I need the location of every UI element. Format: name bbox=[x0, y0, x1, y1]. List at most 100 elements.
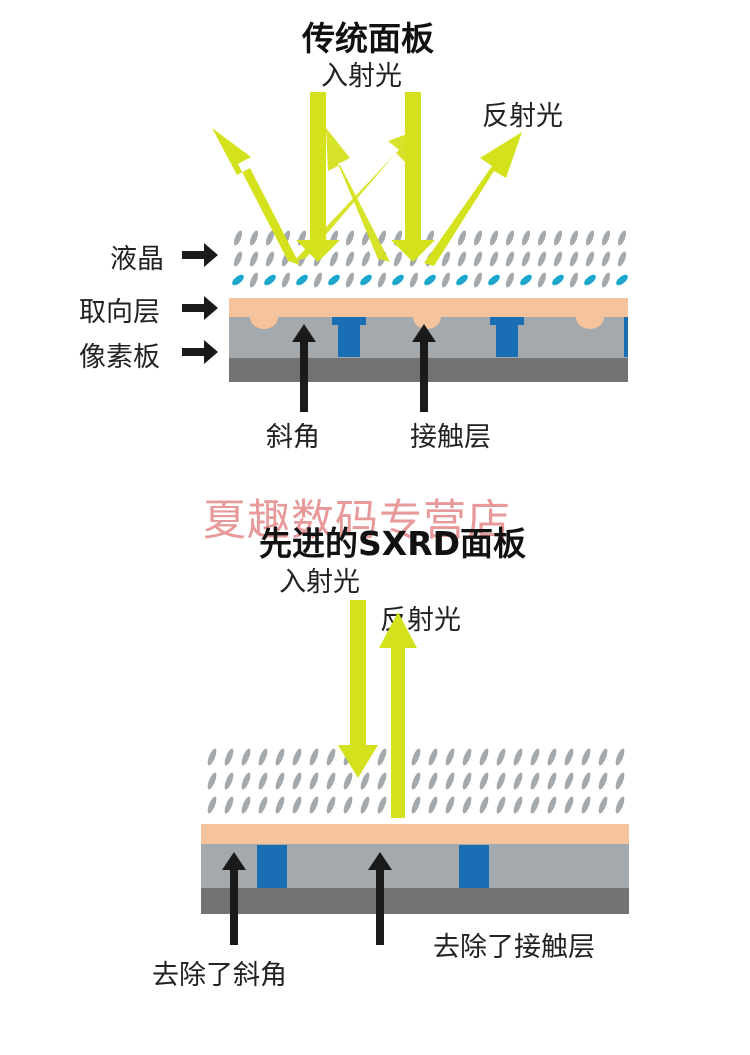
incident-light-arrow bbox=[296, 92, 340, 262]
liquid-crystal-molecule bbox=[615, 796, 625, 814]
liquid-crystal-molecule bbox=[233, 251, 243, 267]
incident-light-arrow bbox=[391, 92, 435, 262]
top-base-layer bbox=[229, 358, 628, 382]
liquid-crystal-molecule bbox=[489, 230, 499, 246]
liquid-crystal-molecule bbox=[564, 772, 574, 790]
liquid-crystal-molecule bbox=[207, 796, 217, 814]
liquid-crystal-molecule bbox=[441, 272, 451, 288]
liquid-crystal-molecule bbox=[329, 251, 339, 267]
liquid-crystal-molecule bbox=[233, 230, 243, 246]
up-arrow-icon bbox=[368, 852, 392, 945]
liquid-crystal-molecule bbox=[292, 796, 302, 814]
reflected-light-arrow bbox=[212, 128, 300, 265]
pixel-board-label: 像素板 bbox=[79, 342, 160, 373]
liquid-crystal-molecule bbox=[409, 272, 419, 288]
liquid-crystal-molecule bbox=[598, 772, 608, 790]
top-bevel-dip bbox=[413, 317, 441, 329]
liquid-crystal-molecule bbox=[377, 796, 387, 814]
right-arrow-icon bbox=[182, 243, 218, 267]
bevel-removed-label: 去除了斜角 bbox=[152, 960, 287, 991]
liquid-crystal-molecule bbox=[360, 274, 372, 286]
contact-layer-removed-label: 去除了接触层 bbox=[433, 932, 595, 963]
liquid-crystal-molecule bbox=[462, 796, 472, 814]
liquid-crystal-molecule bbox=[617, 230, 627, 246]
liquid-crystal-molecule bbox=[553, 251, 563, 267]
liquid-crystal-molecule bbox=[513, 772, 523, 790]
liquid-crystal-molecule bbox=[585, 251, 595, 267]
right-arrow-icon bbox=[182, 296, 218, 320]
liquid-crystal-molecule bbox=[462, 748, 472, 766]
liquid-crystal-molecule bbox=[377, 748, 387, 766]
liquid-crystal-molecule bbox=[343, 772, 353, 790]
liquid-crystal-molecule bbox=[479, 748, 489, 766]
liquid-crystal-molecule bbox=[360, 772, 370, 790]
bottom-liquid-crystal-molecules bbox=[207, 748, 625, 814]
liquid-crystal-molecule bbox=[275, 748, 285, 766]
up-arrow-icon bbox=[292, 324, 316, 412]
store-watermark: 夏趣数码专营店 bbox=[203, 496, 511, 546]
top-panel-title: 传统面板 bbox=[302, 19, 434, 58]
liquid-crystal-molecule bbox=[345, 251, 355, 267]
liquid-crystal-molecule bbox=[479, 796, 489, 814]
bottom-incident-light-label: 入射光 bbox=[279, 567, 360, 598]
liquid-crystal-molecule bbox=[584, 274, 596, 286]
liquid-crystal-molecule bbox=[207, 772, 217, 790]
liquid-crystal-molecule bbox=[513, 796, 523, 814]
liquid-crystal-molecule bbox=[601, 272, 611, 288]
liquid-crystal-molecule bbox=[530, 772, 540, 790]
liquid-crystal-molecule bbox=[264, 274, 276, 286]
liquid-crystal-molecule bbox=[296, 274, 308, 286]
liquid-crystal-molecule bbox=[585, 230, 595, 246]
liquid-crystal-molecule bbox=[411, 748, 421, 766]
top-reflected-arrows bbox=[212, 128, 522, 266]
liquid-crystal-molecule bbox=[569, 251, 579, 267]
alignment-layer-label: 取向层 bbox=[79, 297, 160, 328]
liquid-crystal-molecule bbox=[224, 772, 234, 790]
side-pointer-arrows bbox=[182, 243, 218, 364]
liquid-crystal-molecule bbox=[457, 230, 467, 246]
liquid-crystal-label: 液晶 bbox=[110, 244, 164, 275]
top-bevel-dip bbox=[576, 317, 604, 329]
liquid-crystal-molecule bbox=[313, 272, 323, 288]
liquid-crystal-molecule bbox=[441, 251, 451, 267]
liquid-crystal-molecule bbox=[547, 772, 557, 790]
liquid-crystal-molecule bbox=[520, 274, 532, 286]
liquid-crystal-molecule bbox=[569, 272, 579, 288]
liquid-crystal-molecule bbox=[241, 796, 251, 814]
liquid-crystal-molecule bbox=[360, 796, 370, 814]
bottom-panel-title: 先进的SXRD面板 bbox=[259, 524, 527, 563]
top-up-pointers bbox=[292, 324, 436, 412]
liquid-crystal-molecule bbox=[489, 251, 499, 267]
up-arrow-icon bbox=[222, 852, 246, 945]
liquid-crystal-molecule bbox=[505, 251, 515, 267]
liquid-crystal-molecule bbox=[343, 796, 353, 814]
liquid-crystal-molecule bbox=[241, 748, 251, 766]
liquid-crystal-molecule bbox=[537, 251, 547, 267]
liquid-crystal-molecule bbox=[581, 772, 591, 790]
liquid-crystal-molecule bbox=[473, 230, 483, 246]
liquid-crystal-molecule bbox=[249, 272, 259, 288]
liquid-crystal-molecule bbox=[496, 796, 506, 814]
liquid-crystal-molecule bbox=[581, 796, 591, 814]
liquid-crystal-molecule bbox=[445, 796, 455, 814]
liquid-crystal-molecule bbox=[377, 230, 387, 246]
liquid-crystal-molecule bbox=[473, 272, 483, 288]
liquid-crystal-molecule bbox=[265, 230, 275, 246]
liquid-crystal-molecule bbox=[513, 748, 523, 766]
liquid-crystal-molecule bbox=[553, 230, 563, 246]
liquid-crystal-molecule bbox=[393, 251, 403, 267]
liquid-crystal-molecule bbox=[598, 748, 608, 766]
top-contact-block bbox=[490, 317, 524, 357]
liquid-crystal-molecule bbox=[537, 272, 547, 288]
liquid-crystal-molecule bbox=[530, 796, 540, 814]
liquid-crystal-molecule bbox=[496, 772, 506, 790]
bottom-contact-block bbox=[459, 845, 489, 888]
top-bevel-dip bbox=[250, 317, 278, 329]
bottom-alignment-layer bbox=[201, 824, 629, 844]
liquid-crystal-molecule bbox=[275, 772, 285, 790]
up-arrow-icon bbox=[412, 324, 436, 412]
liquid-crystal-molecule bbox=[292, 748, 302, 766]
top-reflected-light-label: 反射光 bbox=[482, 101, 563, 132]
liquid-crystal-molecule bbox=[258, 796, 268, 814]
